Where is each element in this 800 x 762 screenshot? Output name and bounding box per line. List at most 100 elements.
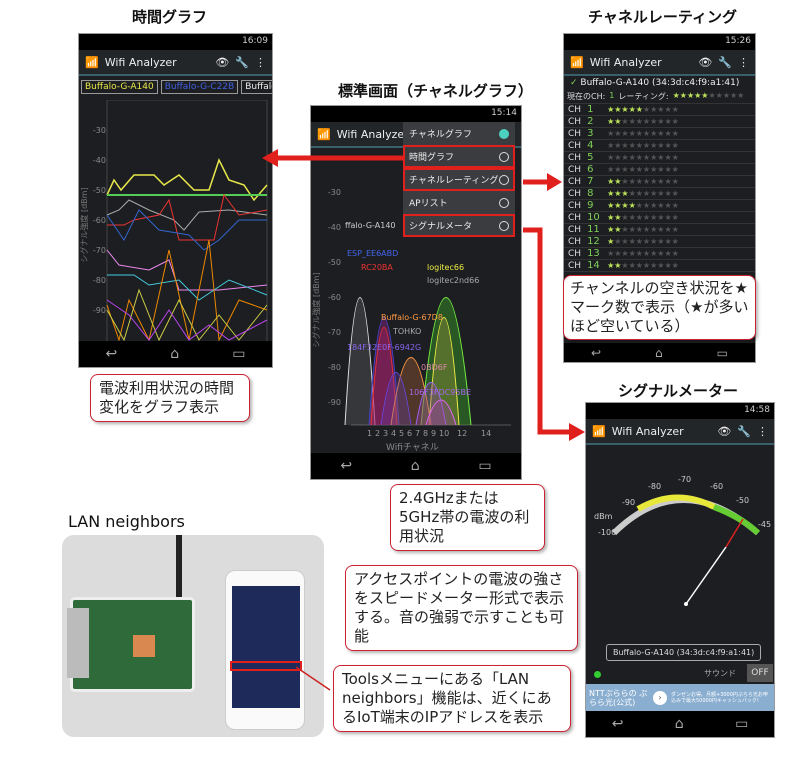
recents-icon[interactable]: ▭ (478, 458, 492, 474)
home-icon[interactable]: ⌂ (170, 346, 180, 362)
callout-standard: 2.4GHzまたは5GHz帯の電波の利用状況 (390, 484, 545, 551)
y-axis-label: シグナル強度 [dBm] (311, 272, 321, 347)
ch-prefix: CH (568, 128, 582, 139)
app-title: Wifi Analyzer (589, 55, 662, 69)
sound-toggle[interactable]: OFF (747, 664, 773, 682)
more-icon[interactable]: ⋮ (757, 424, 768, 438)
ap-selector[interactable]: Buffalo-G-A140 (34:3d:c4:f9:a1:41) (606, 644, 762, 661)
ch-number: 3 (587, 128, 594, 139)
rating-stars: ★★★★★★★★★★ (607, 129, 679, 138)
ch-prefix: CH (568, 176, 582, 187)
ch-prefix: CH (568, 164, 582, 175)
x-tick: 12 (457, 429, 467, 438)
callout-signal-meter: アクセスポイントの電波の強さをスピードメーター形式で表示する。音の強弱で示すこと… (345, 565, 578, 651)
app-bar: 📶Wifi Analyzer👁🔧⋮ (79, 50, 272, 76)
title-signal-meter: シグナルメーター (618, 382, 739, 400)
wrench-icon[interactable]: 🔧 (235, 55, 249, 69)
more-icon[interactable]: ⋮ (255, 55, 266, 69)
wifi-icon: 📶 (592, 424, 606, 438)
wrench-icon[interactable]: 🔧 (718, 55, 732, 69)
arrowhead (569, 423, 585, 441)
home-icon[interactable]: ⌂ (410, 458, 420, 474)
ch-prefix: CH (568, 260, 582, 271)
current-ch-label: 現在のCH: (567, 92, 606, 101)
ssid-label: RC20BA (361, 263, 393, 272)
ch-number: 2 (587, 116, 594, 127)
home-icon[interactable]: ⌂ (674, 716, 684, 732)
channel-graph-plot: シグナル強度 [dBm] -30-40-50-60-70-80-90 Wifiチ… (311, 188, 511, 453)
recents-icon[interactable]: ▭ (716, 345, 728, 360)
ap-curve (425, 399, 457, 426)
menu-item-time-graph[interactable]: 時間グラフ (403, 145, 515, 168)
ap-tab[interactable]: Buffalo-G-A140 (81, 80, 158, 94)
ap-curve (380, 372, 412, 426)
ap-tab[interactable]: Buffalo (241, 80, 272, 94)
smartphone (225, 570, 305, 730)
recents-icon[interactable]: ▭ (232, 346, 246, 362)
lan-neighbors-photo (62, 535, 324, 737)
back-icon[interactable]: ↩ (340, 458, 353, 474)
y-tick: -70 (93, 246, 106, 255)
rating-stars: ★★★★★★★★★★ (607, 201, 679, 210)
eye-icon[interactable]: 👁 (215, 55, 230, 69)
y-tick: -30 (93, 126, 106, 135)
y-tick: -30 (328, 188, 341, 197)
eye-icon[interactable]: 👁 (698, 55, 713, 69)
y-tick: -80 (93, 276, 106, 285)
ch-number: 10 (587, 212, 600, 223)
wifi-icon: 📶 (570, 55, 584, 69)
rating-stars: ★★★★★★★★★★ (607, 249, 679, 258)
time-graph-plot: シグナル強度 [dBm] -30-40-50-60-70-80-90 (79, 100, 268, 346)
eye-icon[interactable]: 👁 (717, 424, 732, 438)
nav-bar: ↩ ⌂ ▭ (311, 453, 521, 479)
back-icon[interactable]: ↩ (590, 345, 602, 360)
home-icon[interactable]: ⌂ (655, 345, 663, 360)
wifi-icon: 📶 (317, 127, 331, 141)
more-icon[interactable]: ⋮ (738, 55, 749, 69)
x-tick: 5 (399, 429, 404, 438)
menu-item-signal-meter[interactable]: シグナルメータ (403, 214, 515, 237)
menu-item-channel-rating[interactable]: チャネルレーティング (403, 168, 515, 191)
gauge-tick: -45 (758, 520, 771, 529)
back-icon[interactable]: ↩ (105, 346, 118, 362)
ch-number: 1 (587, 104, 594, 115)
gauge-tick: -60 (710, 482, 723, 491)
radio-icon (499, 174, 509, 185)
ch-number: 7 (587, 176, 594, 187)
title-channel-rating: チャネルレーティング (588, 8, 737, 26)
callout-lan-neighbors: Toolsメニューにある「LAN neighbors」機能は、近くにあるIoT端… (333, 665, 571, 732)
cable (176, 535, 182, 615)
ad-banner[interactable]: NTTぷららの ぷらら光(公式) › ダンゼンお得。月額+3000円ぷらら光お申… (586, 684, 774, 712)
ap-tab[interactable]: Buffalo-G-C22B (160, 80, 239, 94)
series-line (107, 193, 268, 241)
x-tick: 2 (375, 429, 380, 438)
wrench-icon[interactable]: 🔧 (737, 424, 751, 438)
ap-curve (420, 297, 472, 426)
x-label: Wifiチャネル (386, 442, 439, 453)
menu-item-ap-list[interactable]: APリスト (403, 191, 515, 214)
x-tick: 14 (481, 429, 491, 438)
back-icon[interactable]: ↩ (611, 716, 624, 732)
gauge-unit: dBm (594, 512, 613, 521)
ssid-label: logitec66 (427, 263, 464, 272)
menu-item-channel-graph[interactable]: チャネルグラフ (403, 122, 515, 145)
x-tick: 9 (431, 429, 436, 438)
chevron-right-icon[interactable]: › (653, 691, 667, 705)
gauge-needle (685, 546, 727, 605)
wifi-icon: 📶 (85, 55, 99, 69)
recents-icon[interactable]: ▭ (735, 716, 749, 732)
radio-selected-icon (499, 128, 509, 139)
selected-ap: ✓ Buffalo-G-A140 (34:3d:c4:f9:a1:41) (570, 78, 740, 88)
ssid-label: logitec2nd66 (427, 276, 479, 285)
radio-icon (499, 197, 509, 208)
callout-time-graph: 電波利用状況の時間変化をグラフ表示 (90, 374, 250, 422)
status-bar: 15:14 (311, 106, 521, 122)
current-rating-stars: ★★★★★★★★★★ (672, 91, 745, 100)
